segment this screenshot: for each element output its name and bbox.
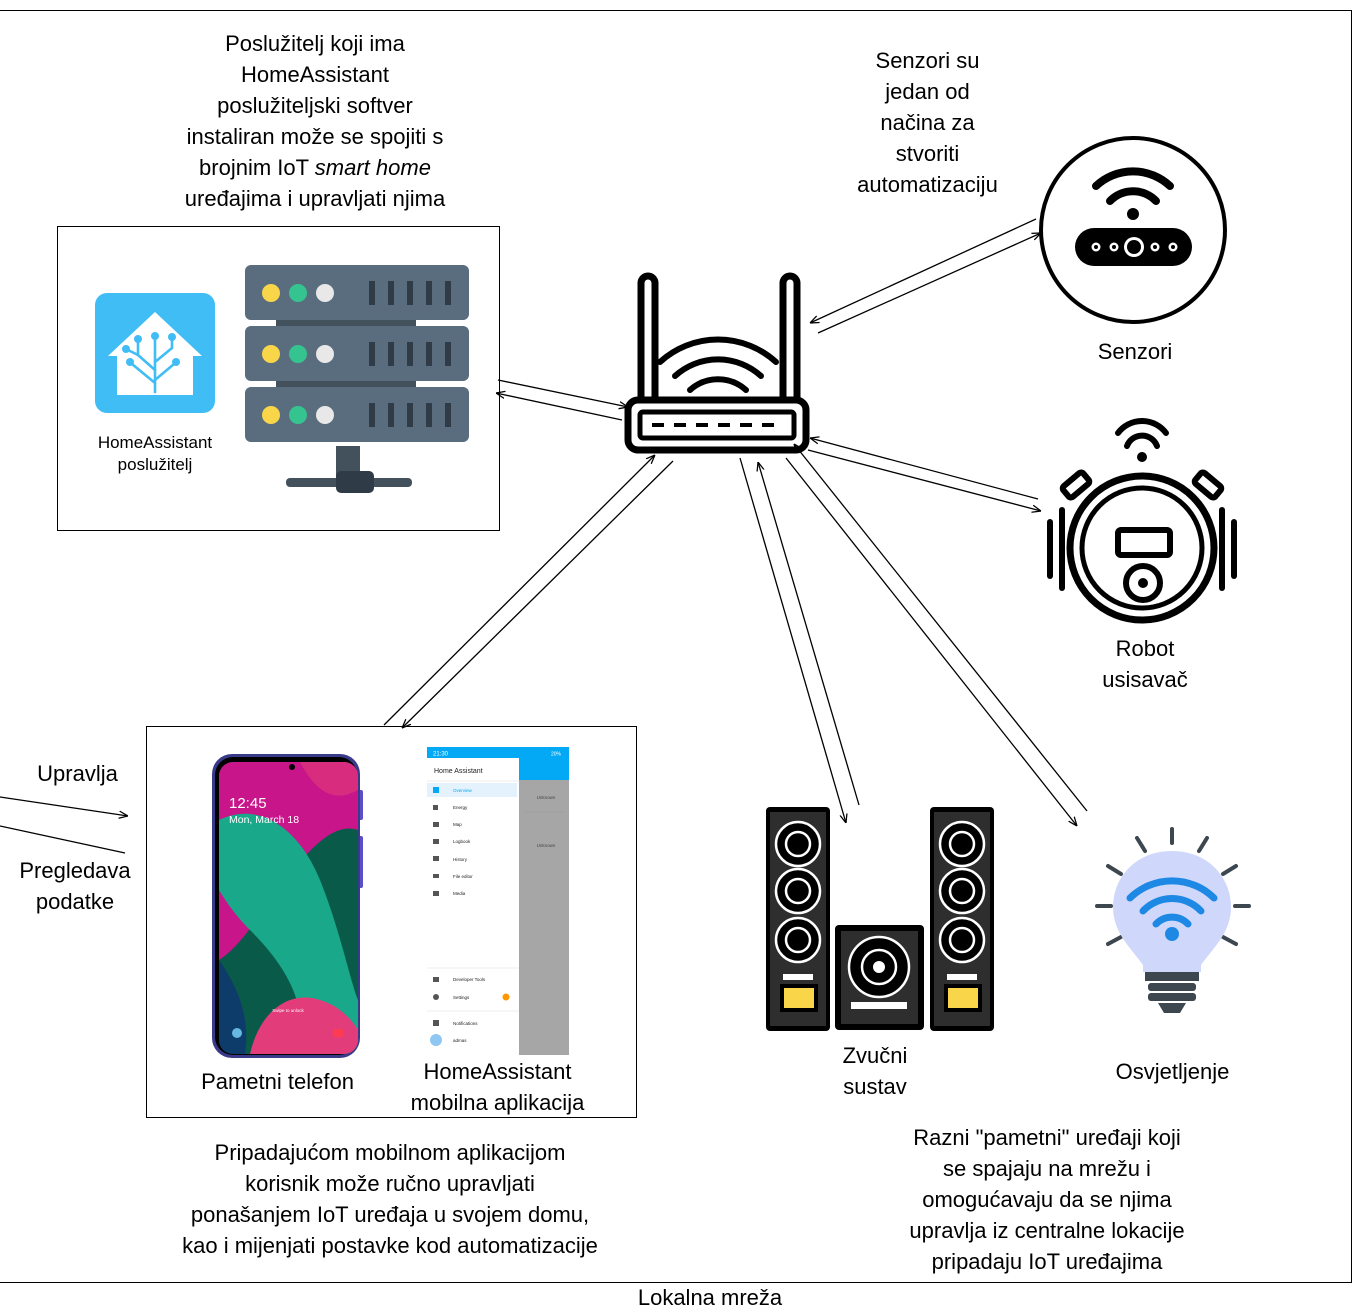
app-menu-media[interactable]: Media <box>453 891 466 896</box>
arrow-bulb-router <box>794 444 1088 812</box>
app-menu-overview[interactable]: Overview <box>453 788 473 793</box>
app-menu-logbook[interactable]: Logbook <box>453 839 471 844</box>
app-menu-notifications[interactable]: Notifications <box>453 1021 478 1026</box>
router-icon <box>624 272 810 454</box>
phone-time: 12:45 <box>229 795 267 812</box>
arrow-server-router <box>497 379 628 407</box>
app-menu-map[interactable]: Map <box>453 822 462 827</box>
user-control-label: Upravlja <box>37 761 118 786</box>
iot-description: Razni "pametni" uređaji koji se spajaju … <box>909 1125 1185 1274</box>
sensors-description: Senzori su jedan od načina za stvoriti a… <box>857 48 998 197</box>
smart-bulb-icon <box>1095 827 1251 1013</box>
phone-label: Pametni telefon <box>201 1069 354 1094</box>
server-rack-icon <box>245 265 469 493</box>
smartphone-icon: 12:45 Mon, March 18 Swipe to unlock <box>212 754 363 1058</box>
app-label: HomeAssistant mobilna aplikacija <box>410 1059 585 1115</box>
app-side-value-1: Unknown <box>537 795 556 800</box>
app-title: Home Assistant <box>434 768 483 775</box>
app-side-value-2: Unknown <box>537 843 556 848</box>
server-description: Poslužitelj koji ima HomeAssistant poslu… <box>184 31 446 211</box>
robot-label: Robot usisavač <box>1102 636 1188 692</box>
network-frame <box>0 10 1352 1283</box>
phone-date: Mon, March 18 <box>229 814 299 826</box>
speaker-system-icon <box>766 805 996 1033</box>
network-label: Lokalna mreža <box>637 1285 783 1310</box>
arrow-user-control <box>0 796 128 816</box>
arrow-user-view <box>0 825 126 854</box>
app-menu-file-editor[interactable]: File editor <box>453 874 473 879</box>
user-view-label: Pregledava podatke <box>19 858 131 914</box>
arrow-router-robot <box>807 449 1041 511</box>
arrow-robot-router <box>810 438 1039 500</box>
phone-swipe-text: Swipe to unlock <box>272 1008 304 1013</box>
lighting-label: Osvjetljenje <box>1115 1059 1230 1084</box>
ha-app-screenshot: 21:30 20% Unknown Unknown Home Assistant… <box>427 747 569 1055</box>
speakers-label: Zvučni sustav <box>842 1043 908 1099</box>
homeassistant-logo-icon <box>95 293 215 413</box>
sensors-label: Senzori <box>1097 339 1173 364</box>
arrow-router-sensor <box>817 233 1041 334</box>
robot-vacuum-icon <box>1047 418 1237 624</box>
connection-arrows <box>0 218 1088 854</box>
app-menu-developer-tools[interactable]: Developer Tools <box>453 977 486 982</box>
app-menu-history[interactable]: History <box>453 857 468 862</box>
arrow-router-phone <box>402 460 674 728</box>
server-label: HomeAssistant poslužitelj <box>97 433 213 474</box>
arrow-phone-router <box>383 455 655 726</box>
app-menu-energy[interactable]: Energy <box>453 805 468 810</box>
sensor-icon <box>1039 136 1227 324</box>
mobile-description: Pripadajućom mobilnom aplikacijom korisn… <box>182 1140 598 1258</box>
app-status-battery: 20% <box>551 752 562 758</box>
arrow-sensor-router <box>810 218 1037 323</box>
app-menu-settings[interactable]: Settings <box>453 995 470 1000</box>
arrow-router-speakers <box>739 457 846 823</box>
arrow-router-bulb <box>785 457 1077 826</box>
arrow-router-server <box>496 393 623 421</box>
arrow-speakers-router <box>758 462 860 806</box>
app-menu-user[interactable]: admas <box>453 1038 467 1043</box>
app-status-time: 21:30 <box>433 752 449 758</box>
